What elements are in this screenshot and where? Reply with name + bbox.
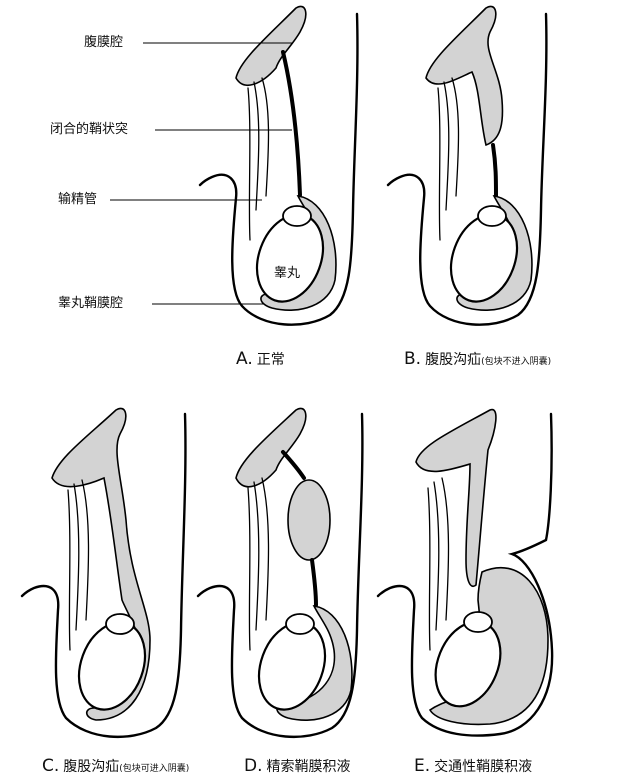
panel-c-vas-line-2	[73, 483, 80, 631]
panel-b-vas-line-2	[443, 81, 450, 211]
panel-a-epididymis	[282, 205, 312, 227]
panel-d-tunica-cavity	[276, 604, 353, 721]
panel-c-epididymis	[105, 613, 135, 635]
caption-d-title: 精索鞘膜积液	[266, 759, 351, 775]
caption-e: E.交通性鞘膜积液	[414, 757, 532, 776]
panel-e-scrotal-wall	[376, 412, 554, 737]
caption-c-letter: C.	[42, 756, 60, 776]
panel-e-epididymis	[463, 611, 493, 633]
panel-a-figure	[198, 5, 359, 326]
panel-b-epididymis	[477, 205, 507, 227]
panel-e-vas-line-1	[441, 477, 450, 621]
panel-d-vas-line-1	[261, 477, 270, 621]
label-closed-processus: 闭合的鞘状突	[50, 122, 129, 137]
panel-d-scrotal-wall	[196, 412, 364, 738]
panel-b-scrotal-wall	[386, 12, 548, 326]
panel-a-vas-line-2	[253, 81, 260, 211]
panel-e-vas-line-2	[433, 481, 440, 631]
panel-b-hernia-sac	[425, 5, 504, 147]
panel-c-vas-line-1	[81, 479, 90, 621]
panel-a-vas-line-1	[261, 77, 270, 197]
caption-d-letter: D.	[244, 756, 263, 776]
panel-b-vas-line-3	[437, 87, 441, 241]
panel-c-hernia-sac	[51, 407, 151, 721]
caption-d: D.精索鞘膜积液	[244, 757, 351, 776]
panel-d-cord-lower	[310, 558, 318, 607]
panel-c-figure	[20, 407, 187, 738]
label-vas-deferens: 输精管	[58, 192, 98, 207]
caption-a-letter: A.	[236, 349, 253, 369]
panel-b-cord	[491, 143, 498, 198]
panel-c-vas-line-3	[67, 489, 71, 651]
panel-d-figure	[196, 407, 364, 738]
panel-e-peritoneal-cavity	[415, 408, 497, 587]
panel-e-figure	[376, 408, 554, 737]
caption-a-title: 正常	[256, 352, 285, 368]
label-peritoneal-cavity: 腹膜腔	[84, 35, 124, 50]
panel-c-scrotal-wall	[20, 412, 187, 738]
caption-b-title: 腹股沟疝	[425, 352, 482, 368]
caption-c: C.腹股沟疝(包块可进入阴囊)	[42, 757, 189, 778]
caption-b: B.腹股沟疝(包块不进入阴囊)	[404, 350, 551, 371]
panel-d-epididymis	[285, 613, 315, 635]
panel-d-vas-line-3	[247, 487, 251, 651]
panel-b-vas-line-1	[451, 77, 460, 197]
panel-d-cord-hydrocele	[287, 479, 331, 561]
caption-b-letter: B.	[404, 349, 422, 369]
panel-a-closed-processus	[281, 50, 302, 197]
panel-a-vas-line-3	[247, 87, 251, 241]
caption-e-letter: E.	[414, 756, 431, 776]
label-testis: 睾丸	[274, 266, 301, 281]
panel-a-peritoneal-cavity	[235, 5, 307, 87]
panel-d-peritoneal-cavity	[235, 407, 307, 488]
caption-e-title: 交通性鞘膜积液	[434, 759, 533, 775]
panel-a-scrotal-wall	[198, 12, 359, 326]
panel-e-vas-line-3	[427, 487, 431, 651]
label-tunica-cavity: 睾丸鞘膜腔	[58, 296, 124, 311]
panel-d-vas-line-2	[253, 481, 260, 631]
panel-b-figure	[386, 5, 548, 326]
caption-c-title: 腹股沟疝	[63, 759, 120, 775]
caption-c-note: (包块可进入阴囊)	[119, 764, 190, 774]
caption-b-note: (包块不进入阴囊)	[481, 357, 552, 367]
caption-a: A.正常	[236, 350, 285, 369]
panel-d-cord-upper	[281, 450, 306, 480]
